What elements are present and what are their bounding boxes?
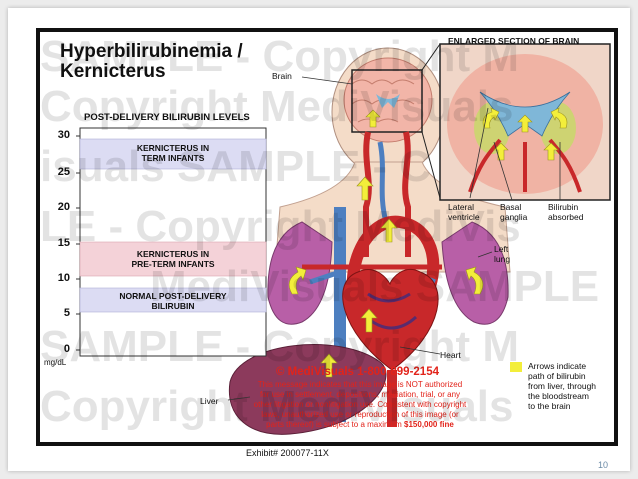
label-left-lung: Left lung <box>494 244 511 264</box>
label-liver: Liver <box>200 396 219 406</box>
arrow-heart <box>360 308 378 333</box>
label-lateral-ventricle: Lateral ventricle <box>448 202 480 222</box>
band-kernicterus-term <box>79 138 267 170</box>
band-normal <box>79 287 267 313</box>
title-line-1: Hyperbilirubinemia / <box>60 41 243 62</box>
arrow-lung-right <box>288 266 307 295</box>
band-label-normal: NORMAL POST-DELIVERY BILIRUBIN <box>119 291 227 311</box>
tick-20: 20 <box>57 201 70 213</box>
copyright-company: © MediVisuals 1-800-899-2154 <box>276 366 439 378</box>
inset-arrows <box>482 107 568 161</box>
page-title: Hyperbilirubinemia / Kernicterus <box>60 42 243 82</box>
inset-title: ENLARGED SECTION OF BRAIN <box>448 36 580 46</box>
bilirubin-arrows <box>288 109 484 378</box>
title-line-2: Kernicterus <box>60 61 166 82</box>
chart-title: POST-DELIVERY BILIRUBIN LEVELS <box>84 112 250 123</box>
label-bilirubin-absorbed: Bilirubin absorbed <box>548 202 584 222</box>
slide: Hyperbilirubinemia / Kernicterus POST-DE… <box>8 8 630 471</box>
page-number: 10 <box>598 460 609 470</box>
ventricle-small <box>376 94 400 108</box>
liver-shape <box>228 344 387 435</box>
brain-zoom-box <box>351 69 423 133</box>
zoom-line-top <box>421 43 441 71</box>
arrow-lung-left <box>465 266 484 295</box>
tick-10: 10 <box>57 272 70 284</box>
arrow-aorta <box>380 218 398 243</box>
label-brain: Brain <box>272 71 292 81</box>
anatomy-illustration <box>76 43 611 435</box>
arrow-liver <box>320 353 338 378</box>
tick-25: 25 <box>57 166 70 178</box>
arrow-neck <box>356 176 374 201</box>
tick-15: 15 <box>57 237 70 249</box>
label-basal-ganglia: Basal ganglia <box>500 202 528 222</box>
neck-artery-right <box>402 131 411 257</box>
neck-vein <box>377 141 389 223</box>
lung-pointer <box>477 251 493 258</box>
brain-pointer <box>301 76 353 85</box>
exhibit-number: Exhibit# 200077-11X <box>246 448 329 458</box>
chart-tick-marks <box>76 135 80 351</box>
tick-30: 30 <box>57 129 70 141</box>
label-heart: Heart <box>440 350 461 360</box>
zoom-line-bottom <box>421 131 441 199</box>
exhibit-panel: Hyperbilirubinemia / Kernicterus POST-DE… <box>36 28 618 446</box>
copyright-notice: This message indicates that this image i… <box>253 380 467 429</box>
tick-5: 5 <box>63 307 70 319</box>
legend-text: Arrows indicate path of bilirubin from l… <box>528 361 597 411</box>
heart-pointer <box>399 346 441 355</box>
basal-ganglia-pointer <box>493 141 513 201</box>
tick-0: 0 <box>63 343 70 355</box>
legend-swatch <box>510 362 522 372</box>
band-label-preterm: KERNICTERUS IN PRE-TERM INFANTS <box>131 249 215 269</box>
band-label-term: KERNICTERUS IN TERM INFANTS <box>136 143 210 163</box>
heart-shape <box>342 269 439 371</box>
band-kernicterus-preterm <box>79 241 267 277</box>
neck-artery-left <box>363 131 372 257</box>
lateral-ventricle-pointer <box>469 107 489 199</box>
chart-unit: mg/dL <box>44 358 67 367</box>
arrow-brain <box>365 109 381 128</box>
liver-pointer <box>227 396 251 401</box>
